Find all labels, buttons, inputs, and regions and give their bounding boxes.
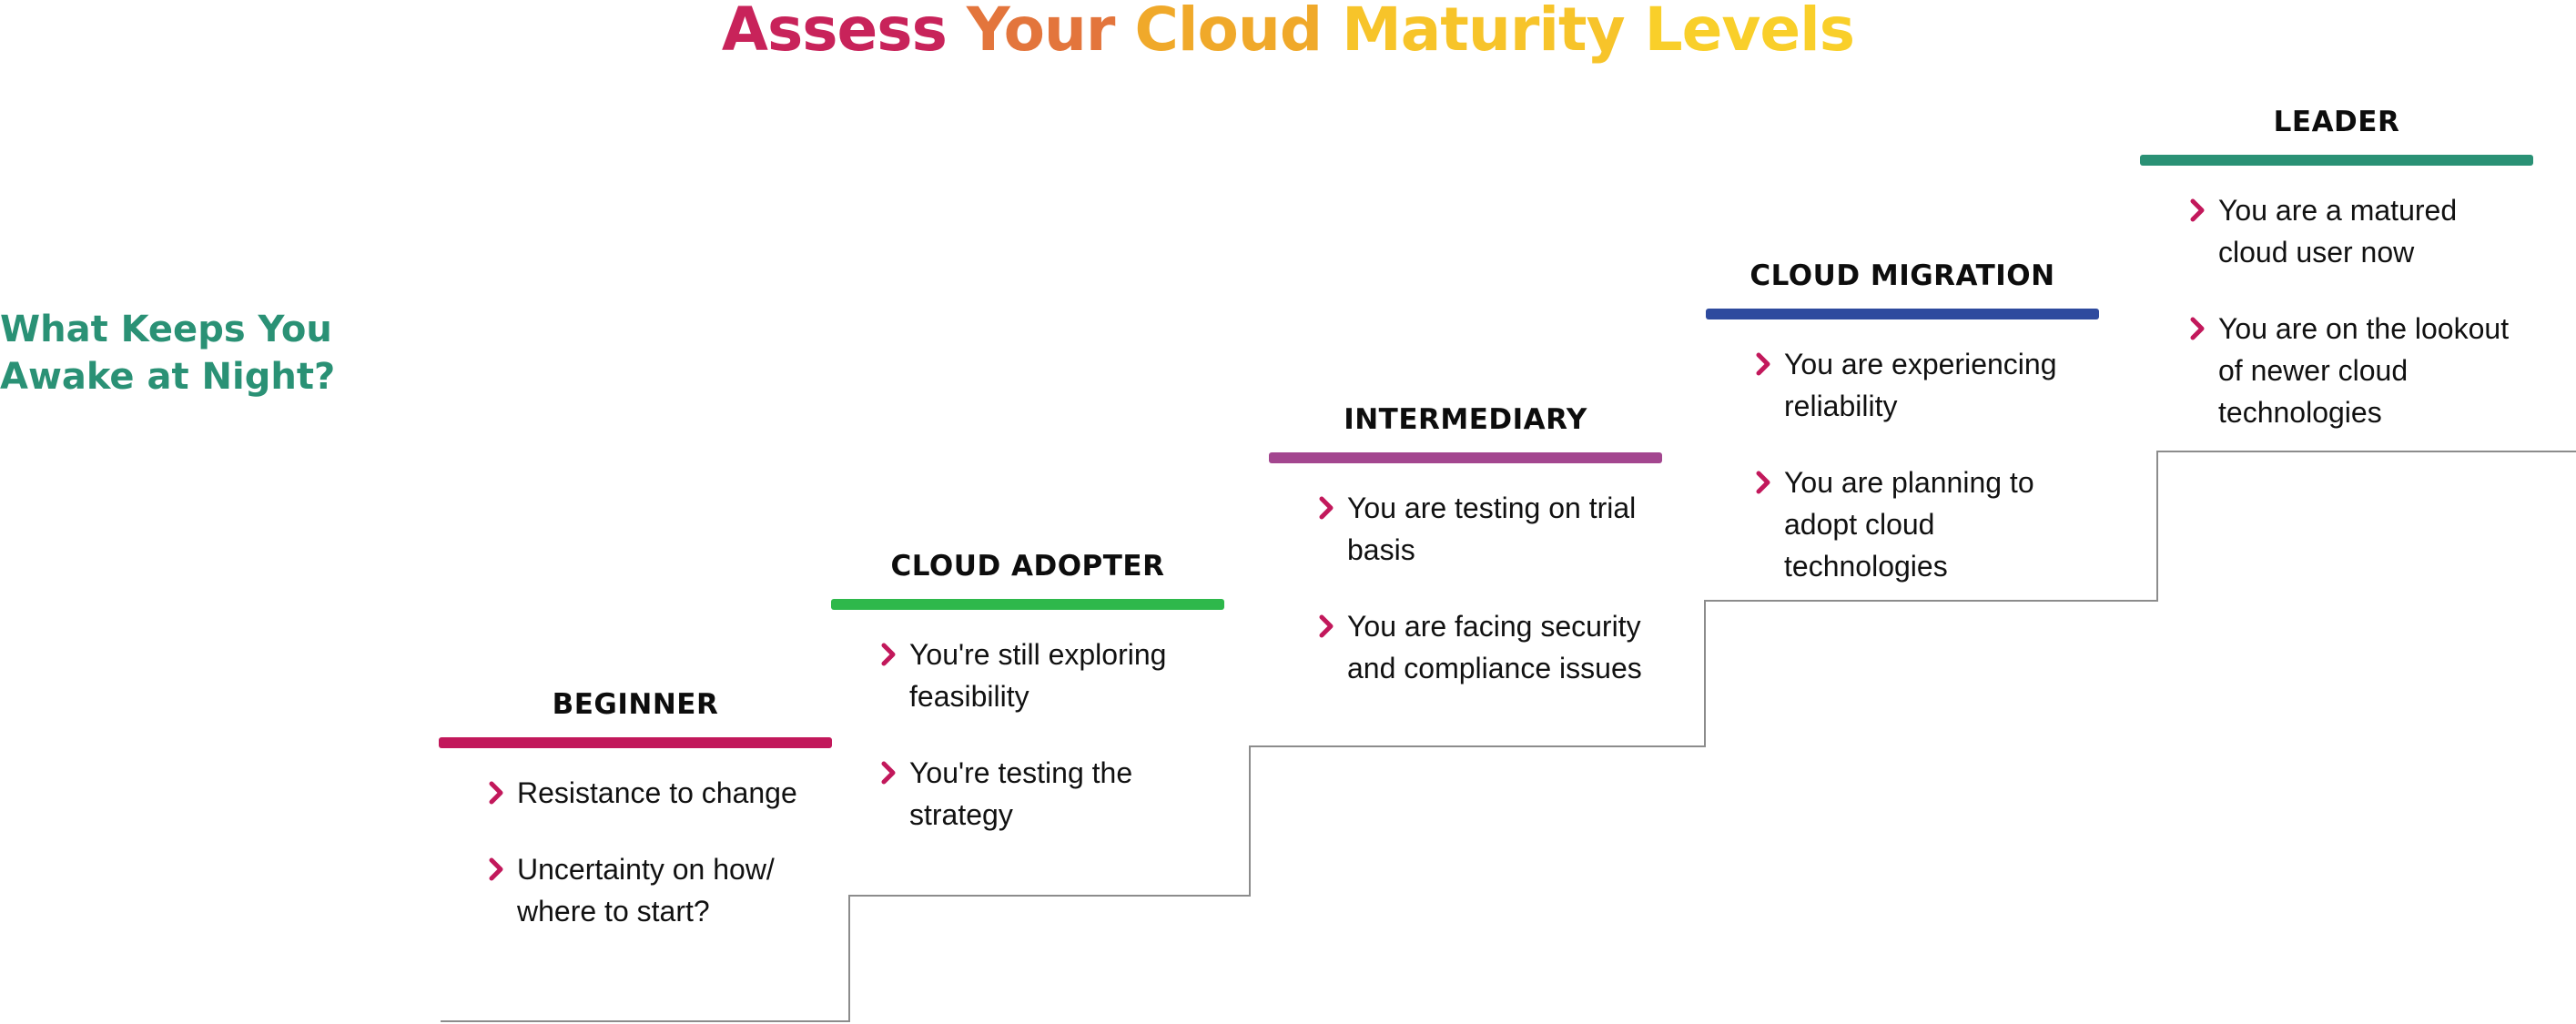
- chevron-right-icon: [881, 643, 896, 666]
- item-text: You are planning to adopt cloud technolo…: [1784, 466, 2034, 583]
- page-title: Assess Your Cloud Maturity Levels: [0, 0, 2576, 71]
- item-text: Uncertainty on how/ where to start?: [517, 853, 775, 928]
- list-item: You are facing security and compliance i…: [1269, 605, 1662, 689]
- level-title: CLOUD ADOPTER: [890, 550, 1165, 583]
- item-text: You are facing security and compliance i…: [1347, 610, 1642, 684]
- level-bar: [439, 737, 832, 748]
- subtitle: What Keeps You Awake at Night?: [0, 306, 382, 400]
- chevron-right-icon: [489, 857, 503, 881]
- list-item: Resistance to change: [439, 772, 832, 814]
- item-text: You're still exploring feasibility: [909, 638, 1167, 713]
- title-word: Levels: [1644, 0, 1856, 65]
- list-item: You are experiencing reliability: [1706, 343, 2099, 427]
- item-text: You're testing the strategy: [909, 756, 1133, 831]
- chevron-right-icon: [2190, 198, 2205, 222]
- level-cloud-adopter: CLOUD ADOPTER You're still exploring fea…: [831, 548, 1224, 870]
- level-bar: [831, 599, 1224, 610]
- chevron-right-icon: [2190, 317, 2205, 340]
- list-item: You're still exploring feasibility: [831, 634, 1224, 717]
- level-intermediary: INTERMEDIARY You are testing on trial ba…: [1269, 401, 1662, 724]
- chevron-right-icon: [489, 781, 503, 805]
- item-text: You are experiencing reliability: [1784, 348, 2057, 422]
- subtitle-line: Awake at Night?: [0, 356, 336, 398]
- chevron-right-icon: [881, 761, 896, 785]
- level-title: BEGINNER: [552, 688, 719, 721]
- subtitle-line: What Keeps You: [0, 309, 332, 350]
- list-item: You are a matured cloud user now: [2140, 189, 2533, 273]
- item-text: Resistance to change: [517, 776, 797, 809]
- title-word: Maturity: [1342, 0, 1625, 65]
- item-text: You are on the lookout of newer cloud te…: [2218, 312, 2510, 429]
- item-text: You are a matured cloud user now: [2218, 194, 2458, 269]
- chevron-right-icon: [1319, 614, 1334, 638]
- title-word: Cloud: [1134, 0, 1323, 65]
- staircase-line: [441, 451, 2576, 1022]
- level-bar: [2140, 155, 2533, 166]
- item-text: You are testing on trial basis: [1347, 492, 1637, 566]
- level-title: INTERMEDIARY: [1344, 403, 1587, 436]
- level-bar: [1706, 309, 2099, 319]
- chevron-right-icon: [1319, 496, 1334, 520]
- list-item: You are testing on trial basis: [1269, 487, 1662, 571]
- level-beginner: BEGINNER Resistance to change Uncertaint…: [439, 686, 832, 967]
- list-item: You are on the lookout of newer cloud te…: [2140, 308, 2533, 433]
- list-item: You're testing the strategy: [831, 752, 1224, 836]
- chevron-right-icon: [1756, 352, 1770, 376]
- list-item: You are planning to adopt cloud technolo…: [1706, 461, 2099, 587]
- level-title: LEADER: [2273, 106, 2400, 138]
- chevron-right-icon: [1756, 471, 1770, 494]
- title-word: Assess: [721, 0, 948, 65]
- level-title: CLOUD MIGRATION: [1749, 259, 2055, 292]
- list-item: Uncertainty on how/ where to start?: [439, 848, 832, 932]
- level-bar: [1269, 452, 1662, 463]
- level-leader: LEADER You are a matured cloud user now …: [2140, 104, 2533, 468]
- level-cloud-migration: CLOUD MIGRATION You are experiencing rel…: [1706, 258, 2099, 622]
- title-word: Your: [966, 0, 1116, 65]
